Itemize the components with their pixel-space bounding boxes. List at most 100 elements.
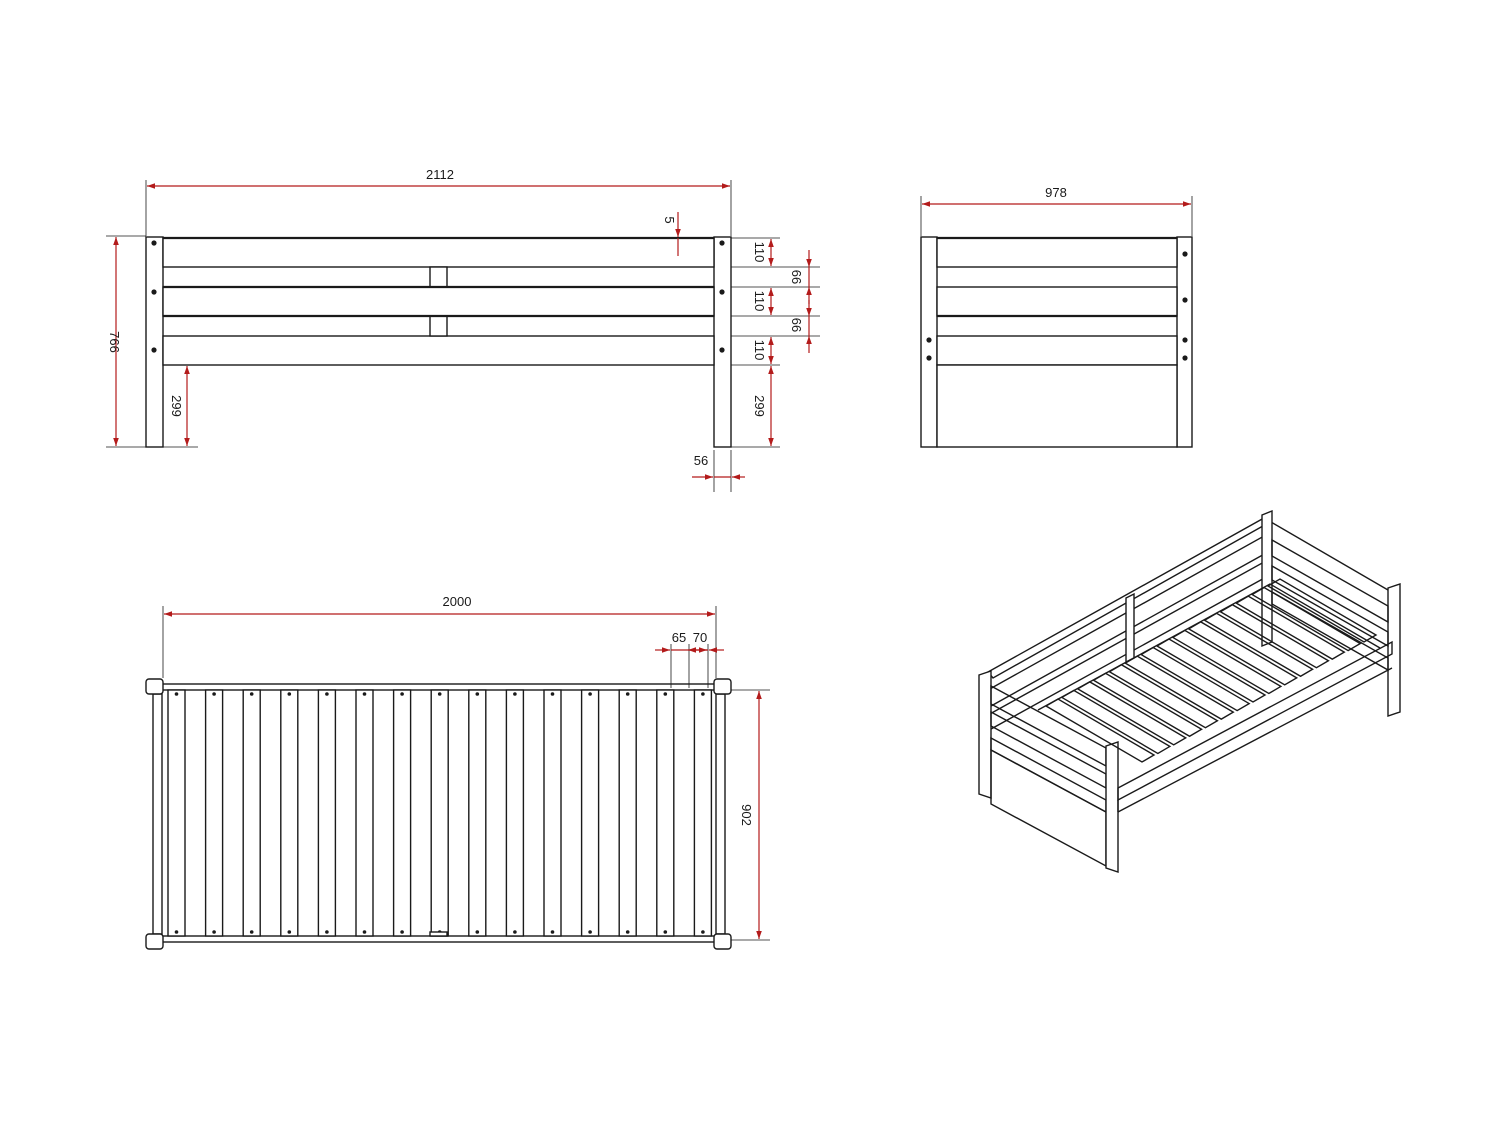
dim-inner-width-label: 902 <box>739 804 754 826</box>
slat-fastener <box>249 930 254 934</box>
iso-end-rail <box>1271 564 1389 648</box>
iso-slat <box>1219 603 1330 669</box>
iso-slat <box>1044 698 1156 763</box>
dim-overall-height-label: 766 <box>107 331 122 353</box>
iso-end-rail <box>990 736 1107 814</box>
dim-gap-lower-label: 66 <box>789 318 804 332</box>
side-view: 2112 766 5 110 66 110 66 110 299 299 <box>106 167 820 492</box>
iso-post <box>1261 509 1273 648</box>
top-corner-post <box>713 933 732 950</box>
slat <box>693 689 713 937</box>
iso-slat <box>1123 655 1235 720</box>
slat-fastener <box>475 692 480 696</box>
slat <box>618 689 637 937</box>
slat <box>204 689 224 937</box>
bolt <box>1182 355 1188 361</box>
iso-end-panel <box>990 748 1107 868</box>
iso-slat <box>1203 612 1314 678</box>
bolt <box>151 347 157 353</box>
slat-fastener <box>400 692 404 696</box>
dim-overall-length-label: 2112 <box>426 167 454 182</box>
bolt <box>1182 251 1188 257</box>
slat-fastener <box>287 692 292 696</box>
slat <box>317 689 337 937</box>
bolt <box>719 289 725 295</box>
end-view: 978 <box>920 185 1193 448</box>
dim-slat-spacing-label: 70 <box>693 630 707 645</box>
dim-top-gap-label: 5 <box>662 216 677 223</box>
iso-slat <box>1187 621 1299 686</box>
top-frame-rail-right <box>715 693 726 935</box>
dim-post-width-label: 56 <box>694 453 708 468</box>
slat-fastener <box>513 930 517 934</box>
slat-fastener <box>550 692 555 696</box>
iso-slat <box>1171 629 1283 695</box>
bolt <box>719 347 725 353</box>
bolt <box>719 240 725 246</box>
slat-fastener <box>475 930 480 934</box>
iso-post <box>1105 741 1119 873</box>
iso-end-rail <box>990 710 1107 790</box>
slat <box>505 689 525 937</box>
side-right-post <box>713 236 732 448</box>
iso-front-rail <box>1117 640 1393 802</box>
iso-slat <box>1076 681 1188 746</box>
slat-fastener <box>325 692 329 696</box>
side-rail-top <box>162 237 715 268</box>
slat-fastener <box>362 692 367 696</box>
center-support <box>429 931 448 937</box>
slats <box>167 689 713 937</box>
side-left-post <box>145 236 164 448</box>
top-view: 2000 65 70 902 <box>145 594 770 950</box>
slat-fastener <box>550 930 555 934</box>
dim-leg-clearance-left-label: 299 <box>169 395 184 417</box>
side-rail-bottom <box>162 335 715 366</box>
iso-slat <box>1092 672 1203 738</box>
slat <box>355 689 374 937</box>
iso-slat <box>1108 663 1219 729</box>
iso-slat <box>1139 646 1251 712</box>
iso-slats <box>1044 578 1378 763</box>
slat <box>656 689 675 937</box>
slat-fastener <box>212 692 216 696</box>
iso-post <box>1387 583 1401 717</box>
side-slat-block-lower <box>429 315 448 337</box>
slat-fastener <box>400 930 404 934</box>
top-corner-post <box>145 678 164 695</box>
end-rail-top <box>936 237 1178 268</box>
slat-fastener <box>212 930 216 934</box>
end-rail-lower <box>936 335 1178 366</box>
slat <box>242 689 261 937</box>
bolt <box>1182 297 1188 303</box>
slat-fastener <box>174 930 179 934</box>
iso-slat <box>1234 595 1346 660</box>
bolt <box>151 289 157 295</box>
iso-slat <box>1266 578 1378 643</box>
slat-fastener <box>588 692 592 696</box>
slat <box>392 689 412 937</box>
slat <box>468 689 487 937</box>
iso-slat <box>1060 689 1172 755</box>
dim-rail-bottom-label: 110 <box>752 340 767 361</box>
bolt <box>1182 337 1188 343</box>
slat-fastener <box>325 930 329 934</box>
iso-mid-post <box>1125 592 1135 664</box>
top-corner-post <box>145 933 164 950</box>
iso-end-rail <box>1271 538 1389 624</box>
iso-post <box>978 670 992 799</box>
top-frame-rail-left <box>152 693 163 935</box>
dim-rail-middle-label: 110 <box>752 291 767 312</box>
slat-fastener <box>362 930 367 934</box>
dim-inner-length-label: 2000 <box>443 594 472 609</box>
slat-fastener <box>663 692 668 696</box>
slat <box>430 689 449 937</box>
iso-ledge <box>1037 583 1381 711</box>
slat <box>280 689 299 937</box>
side-slat-block-upper <box>429 266 448 288</box>
end-rail-middle <box>936 286 1178 317</box>
bolt <box>926 355 932 361</box>
slat-fastener <box>287 930 292 934</box>
slat <box>167 689 186 937</box>
dim-rail-top-label: 110 <box>752 242 767 263</box>
